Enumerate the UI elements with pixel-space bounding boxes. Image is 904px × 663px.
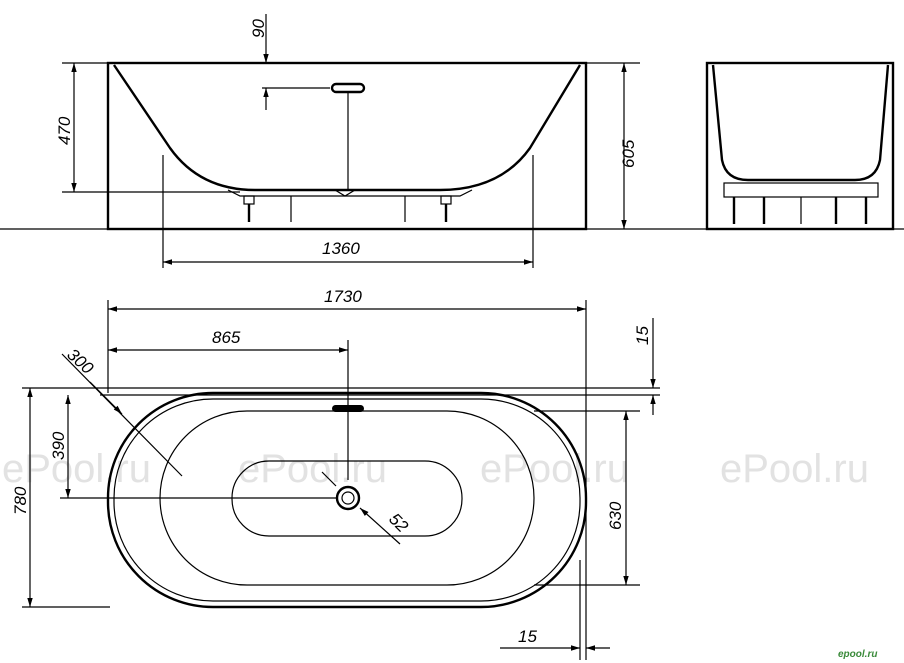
- dim-1360-label: 1360: [322, 239, 360, 258]
- watermark-2: ePool.ru: [238, 447, 387, 491]
- side-elevation-view: [650, 61, 904, 231]
- front-elevation-view: 90 470 605 1360: [0, 14, 650, 268]
- watermark-3: ePool.ru: [480, 447, 629, 491]
- drain-inner: [341, 491, 355, 505]
- drain-outer: [335, 485, 361, 511]
- watermark-1: ePool.ru: [2, 447, 151, 491]
- tub-outer-panel: [106, 61, 588, 231]
- dim-52-arrow: [359, 507, 401, 545]
- watermark-group: ePool.ru ePool.ru ePool.ru ePool.ru: [2, 447, 869, 491]
- dim-630-label: 630: [606, 501, 625, 530]
- tub-rim-inner-edge: [113, 398, 581, 602]
- overflow-fitting: [330, 82, 366, 94]
- dim-300-arrow: [89, 381, 123, 415]
- dim-1730-label: 1730: [324, 287, 362, 306]
- foot-right-cap: [440, 195, 452, 205]
- dim-300-label: 300: [63, 345, 97, 378]
- site-logo: epool.ru: [838, 649, 877, 660]
- watermark-4: ePool.ru: [720, 447, 869, 491]
- support-frame: [227, 189, 473, 197]
- side-outer-panel: [705, 61, 895, 231]
- drain-outlet: [334, 189, 356, 197]
- dim-15-top-label: 15: [633, 326, 652, 345]
- dim-300-leader: [61, 353, 183, 477]
- dim-780-label: 780: [11, 486, 30, 515]
- dim-52-ext: [321, 471, 337, 487]
- dim-390-label: 390: [49, 431, 68, 460]
- dim-865-label: 865: [212, 328, 241, 347]
- dim-605-label: 605: [619, 139, 638, 168]
- dim-470-label: 470: [55, 116, 74, 145]
- side-support-plate: [723, 182, 879, 198]
- tub-outer-rim: [106, 391, 588, 609]
- plan-view: 1730 865 300 390 780 630 15 52 15: [11, 287, 660, 660]
- dim-15-bottom-label: 15: [518, 627, 537, 646]
- foot-left-cap: [243, 195, 255, 205]
- dim-90-label: 90: [249, 19, 268, 38]
- dim-52-label: 52: [385, 509, 412, 536]
- side-basin-profile: [711, 64, 890, 182]
